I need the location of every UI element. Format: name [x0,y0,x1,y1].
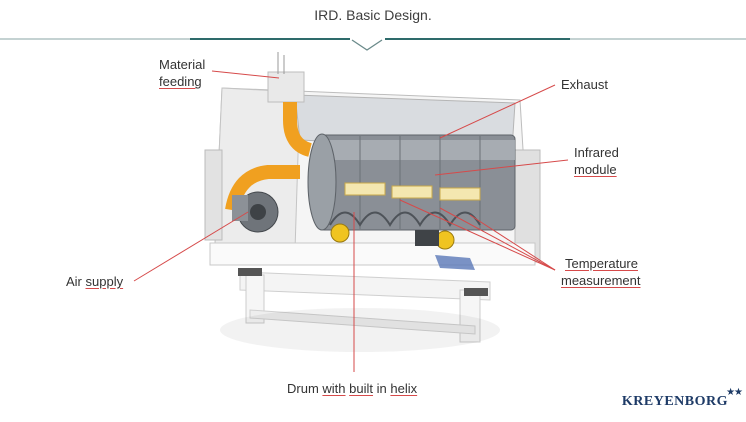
label-exhaust: Exhaust [561,77,608,92]
label-drum: Drum with built in helix [287,381,418,396]
drive-rollers [330,223,475,270]
label-air-supply: Air supply [66,274,124,289]
label-infrared-module: Infrared module [574,145,619,177]
brand-stars: ★★ [726,387,743,398]
page-title: IRD. Basic Design. [314,7,432,23]
label-material-feeding: Material feeding [159,57,206,89]
callout-lines [133,70,569,372]
support-stand [220,268,500,352]
label-temperature-measurement: Temperature measurement [561,256,641,288]
infrared-module [344,182,481,201]
header-divider [0,38,746,51]
brand-logo: KREYENBORG [621,394,728,409]
drum [307,133,516,231]
